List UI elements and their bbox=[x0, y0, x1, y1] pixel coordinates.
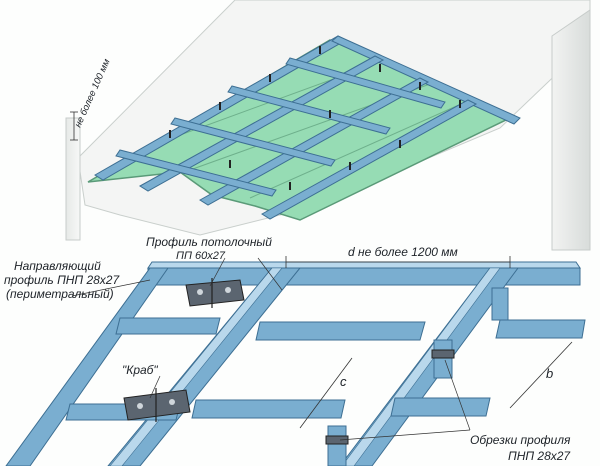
dimension-b bbox=[509, 341, 573, 409]
guide-label-2: профиль ПНП 28х27 bbox=[4, 273, 120, 287]
left-wall bbox=[65, 117, 81, 241]
ceiling-profile-label: Профиль потолочный bbox=[146, 235, 272, 249]
right-wall bbox=[551, 9, 591, 251]
gap-limit-label: не более 100 мм bbox=[73, 57, 113, 129]
ceiling-profile-size-label: ПП 60х27 bbox=[176, 250, 226, 262]
cross-piece bbox=[255, 321, 426, 341]
ceiling-illustration: не более 100 мм bbox=[65, 0, 591, 251]
dim-c-label: c bbox=[340, 374, 347, 389]
connector-clip-icon bbox=[325, 349, 455, 445]
guide-label-3: (периметральный) bbox=[6, 287, 114, 301]
cross-piece bbox=[495, 319, 586, 339]
gap-dimension bbox=[70, 111, 78, 141]
cross-piece bbox=[390, 397, 491, 417]
cross-piece bbox=[191, 399, 346, 419]
crab-connector-icon bbox=[123, 388, 191, 422]
spacing-d-label: d не более 1200 мм bbox=[348, 245, 458, 259]
scraps-label-1: Обрезки профиля bbox=[470, 433, 571, 447]
scraps-label-2: ПНП 28х27 bbox=[508, 449, 571, 463]
cross-piece bbox=[115, 317, 221, 335]
dimension-c bbox=[299, 357, 353, 429]
hanger-ticks bbox=[169, 46, 461, 190]
dim-b-label: b bbox=[546, 366, 553, 381]
crab-label: "Краб" bbox=[122, 363, 158, 377]
guide-label-1: Направляющий bbox=[14, 259, 101, 273]
ceiling-profiles bbox=[94, 35, 521, 220]
dimension-d bbox=[285, 256, 511, 268]
frame-illustration bbox=[5, 256, 586, 466]
leader-lines bbox=[71, 257, 471, 441]
